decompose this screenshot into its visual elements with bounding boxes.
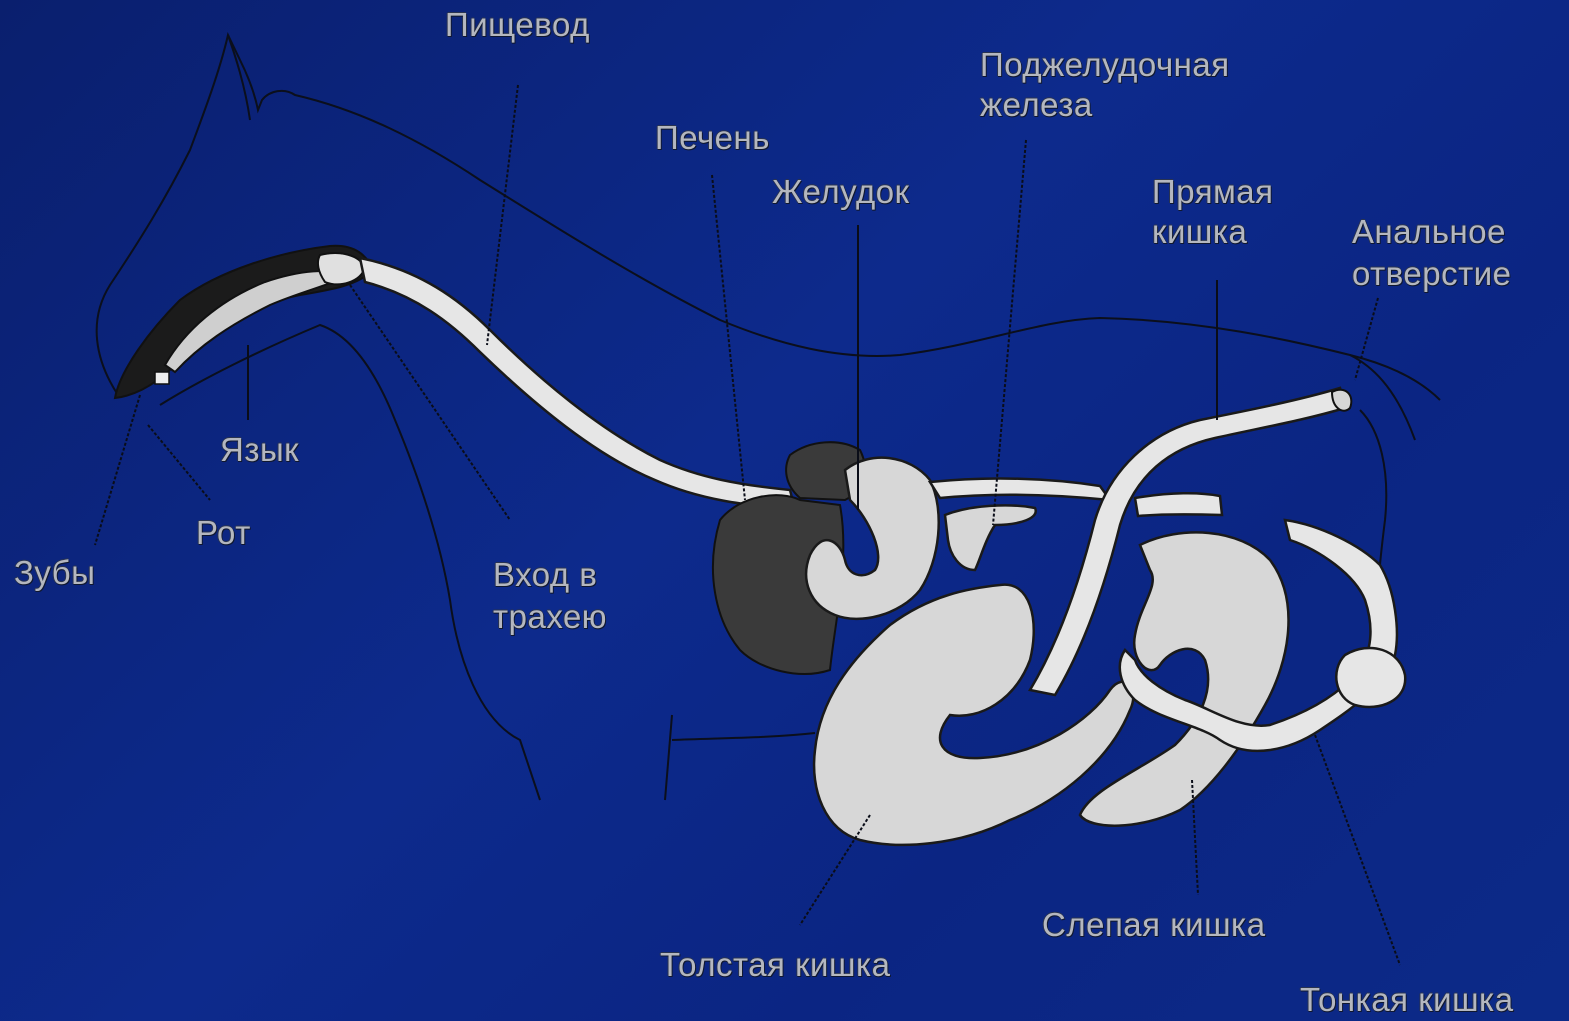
pancreas-label-line1: Поджелудочная bbox=[980, 45, 1230, 85]
trachea-entrance-label-line1: Вход в bbox=[493, 555, 597, 595]
cecum-label: Слепая кишка bbox=[1042, 905, 1266, 945]
pancreas-label-line2: железа bbox=[980, 85, 1093, 125]
large-intestine-label: Толстая кишка bbox=[660, 945, 890, 985]
mouth-cavity bbox=[115, 246, 372, 398]
teeth-label: Зубы bbox=[14, 553, 95, 593]
pancreas-shape bbox=[945, 505, 1036, 570]
esophagus-label: Пищевод bbox=[445, 5, 590, 45]
rectum-label-line2: кишка bbox=[1152, 212, 1247, 252]
rectum-label-line1: Прямая bbox=[1152, 172, 1273, 212]
anus-label-line1: Анальное bbox=[1352, 212, 1506, 252]
cecum-shape bbox=[1080, 532, 1289, 825]
small-intestine-segment bbox=[1135, 493, 1222, 516]
esophagus-shape bbox=[360, 258, 795, 510]
liver-label: Печень bbox=[655, 118, 770, 158]
tongue-label: Язык bbox=[220, 430, 299, 470]
duodenum-shape bbox=[930, 479, 1110, 500]
stomach-label: Желудок bbox=[772, 172, 910, 212]
anus-label-line2: отверстие bbox=[1352, 254, 1512, 294]
small-intestine-label: Тонкая кишка bbox=[1300, 980, 1514, 1020]
small-intestine-loop bbox=[1336, 648, 1405, 707]
mouth-label: Рот bbox=[196, 513, 251, 553]
trachea-entrance-label-line2: трахею bbox=[493, 597, 607, 637]
